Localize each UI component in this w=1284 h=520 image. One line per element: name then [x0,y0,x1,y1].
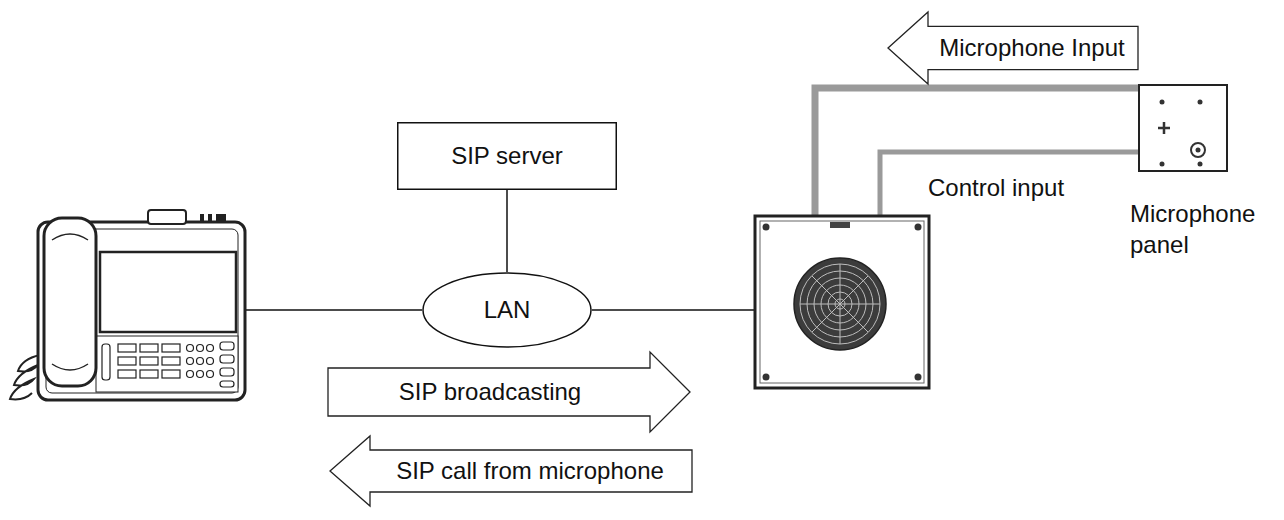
panel-button [1196,148,1201,153]
node-label: LAN [422,272,592,348]
panel-screw [1160,100,1165,105]
network-link [506,190,508,272]
screw [763,224,770,231]
screw [915,224,922,231]
brand-logo [830,222,850,228]
lan-outline [423,273,591,347]
microphone-panel: Microphone panel [1138,84,1228,172]
microphone-cable [815,88,1138,216]
panel-screw [1198,162,1203,167]
signal-arrow: Microphone Input [888,12,1138,84]
server-box: SIP server [397,122,617,190]
screw [763,374,770,381]
block-arrow-outline [328,352,690,432]
handset-cord [10,355,40,399]
panel-button [1191,143,1205,157]
panel-screw [1160,162,1165,167]
phone-screen [100,252,236,332]
network-ellipse: LAN [422,272,592,348]
speaker-bezel [760,221,924,383]
phone-led [200,214,204,222]
grille-pattern [800,264,880,344]
signal-arrow: SIP broadcasting [328,352,690,432]
panel-label: Microphone panel [1130,198,1280,260]
control-cable [880,152,1138,216]
network-line [592,309,755,311]
network-line [245,309,422,311]
signal-label: SIP broadcasting [328,352,690,432]
phone-led [216,214,226,222]
phone-keypad [96,336,238,392]
node-label: SIP server [397,122,617,190]
server-outline [398,123,617,190]
block-arrow-outline [888,12,1138,84]
block-arrow-outline [330,436,692,506]
phone-keys [102,342,234,387]
screw [915,374,922,381]
speaker-body [755,216,929,388]
speaker-grille [794,258,886,350]
phone-handset [44,218,96,386]
signal-label: Microphone Input [888,12,1138,84]
panel-screw [1198,100,1203,105]
signal-label: SIP call from microphone [330,436,692,506]
phone-camera [148,210,186,224]
phone-led [208,214,212,222]
node-outline [1138,84,1228,172]
ip-phone [10,210,245,400]
signal-arrow: SIP call from microphone [330,436,692,506]
panel-outline [1139,85,1227,171]
signal-name: Control input [928,174,1064,202]
panel-plus [1158,122,1170,134]
handset-detail [52,234,88,370]
ceiling-speaker [755,216,929,388]
